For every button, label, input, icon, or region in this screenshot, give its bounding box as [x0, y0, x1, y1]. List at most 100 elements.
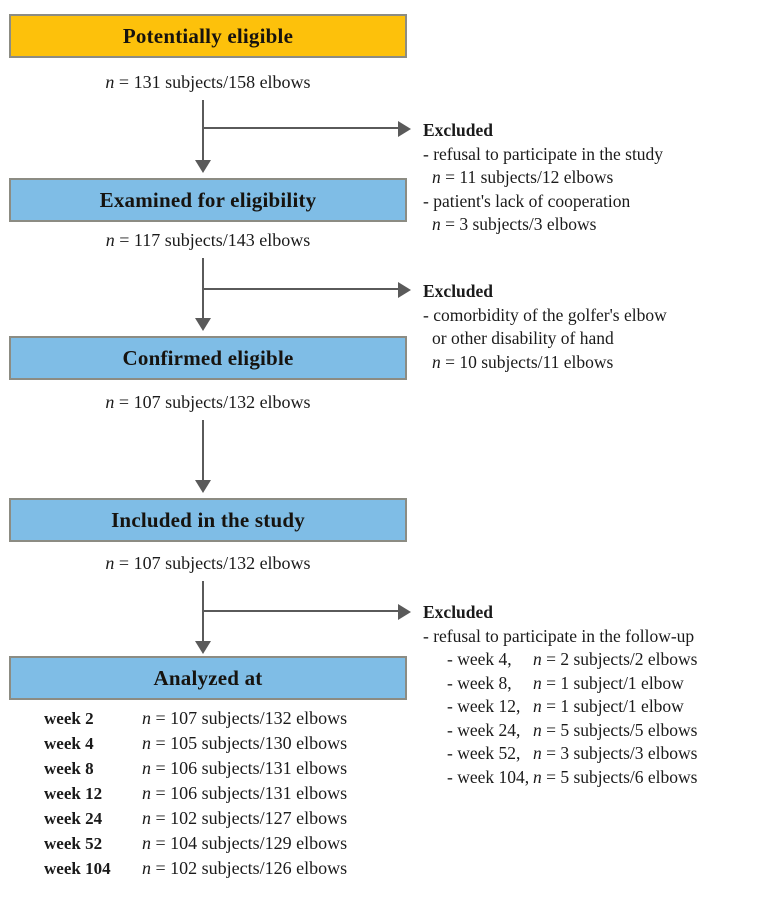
connector-2-branch-line: [203, 288, 399, 290]
row-value-text: = 106 subjects/131 elbows: [151, 783, 348, 803]
n-symbol: n: [142, 708, 151, 728]
caption-included-in-the-study: n = 107 subjects/132 elbows: [9, 553, 407, 574]
followup-row: - week 12, n = 1 subject/1 elbow: [423, 695, 763, 719]
table-row: week 2 n = 107 subjects/132 elbows: [44, 706, 347, 731]
connector-2-arrowhead: [195, 318, 211, 331]
node-included-in-the-study: Included in the study: [9, 498, 407, 542]
node-label: Analyzed at: [153, 665, 263, 690]
n-symbol: n: [533, 743, 542, 763]
node-label: Examined for eligibility: [99, 187, 317, 212]
connector-4-branch-line: [203, 610, 399, 612]
followup-week-label: - week 4,: [447, 649, 512, 669]
followup-row: - week 4, n = 2 subjects/2 elbows: [423, 648, 763, 672]
followup-week-label: - week 8,: [447, 672, 512, 693]
row-value: n = 102 subjects/126 elbows: [142, 856, 347, 881]
followup-week-value: n = 3 subjects/3 elbows: [533, 742, 763, 766]
n-symbol: n: [105, 553, 115, 573]
followup-value-text: = 3 subjects/3 elbows: [541, 743, 698, 763]
table-row: week 12 n = 106 subjects/131 elbows: [44, 781, 347, 806]
row-week-label: week 24: [44, 809, 103, 828]
caption-potentially-eligible: n = 131 subjects/158 elbows: [9, 72, 407, 93]
table-row: week 24 n = 102 subjects/127 elbows: [44, 806, 347, 831]
followup-week-label: - week 24,: [447, 719, 521, 740]
excluded-block-1: Excluded - refusal to participate in the…: [423, 119, 763, 237]
excluded-line-text: = 3 subjects/3 elbows: [440, 214, 597, 234]
connector-1-vertical: [202, 100, 204, 162]
row-value: n = 105 subjects/130 elbows: [142, 731, 347, 756]
followup-week-label: - week 52,: [447, 743, 521, 763]
node-confirmed-eligible: Confirmed eligible: [9, 336, 407, 380]
excluded-line-text: - refusal to participate in the follow-u…: [423, 625, 695, 646]
n-symbol: n: [533, 719, 542, 740]
table-row: week 8 n = 106 subjects/131 elbows: [44, 756, 347, 781]
n-symbol: n: [142, 858, 151, 878]
row-week-label: week 4: [44, 734, 94, 753]
row-value-text: = 106 subjects/131 elbows: [151, 758, 348, 778]
excluded-line-text: - refusal to participate in the study: [423, 143, 664, 164]
n-symbol: n: [142, 808, 151, 828]
caption-text: = 107 subjects/132 elbows: [114, 553, 311, 573]
table-row: week 52 n = 104 subjects/129 elbows: [44, 831, 347, 856]
node-label: Potentially eligible: [122, 23, 294, 48]
node-examined-for-eligibility: Examined for eligibility: [9, 178, 407, 222]
n-symbol: n: [432, 214, 441, 234]
connector-3-vertical: [202, 420, 204, 482]
n-symbol: n: [432, 167, 441, 187]
followup-week-label: - week 104,: [447, 766, 530, 787]
followup-row: - week 52, n = 3 subjects/3 elbows: [423, 742, 763, 766]
row-value-text: = 104 subjects/129 elbows: [151, 833, 348, 853]
excluded-line-text: - patient's lack of cooperation: [423, 190, 631, 211]
row-value: n = 104 subjects/129 elbows: [142, 831, 347, 856]
row-value-text: = 107 subjects/132 elbows: [151, 708, 348, 728]
excluded-title: Excluded: [423, 602, 494, 622]
connector-1-branch-line: [203, 127, 399, 129]
excluded-line-text: or other disability of hand: [432, 328, 614, 348]
n-symbol: n: [142, 833, 151, 853]
row-value: n = 106 subjects/131 elbows: [142, 756, 347, 781]
excluded-line: - patient's lack of cooperation: [423, 190, 763, 214]
n-symbol: n: [105, 72, 115, 92]
caption-text: = 131 subjects/158 elbows: [114, 72, 311, 92]
n-symbol: n: [533, 649, 542, 669]
excluded-line: - refusal to participate in the follow-u…: [423, 625, 763, 649]
followup-week-label: - week 12,: [447, 696, 521, 716]
connector-4-arrowhead: [195, 641, 211, 654]
connector-1-branch-arrowhead: [398, 121, 411, 137]
followup-value-text: = 1 subject/1 elbow: [541, 672, 684, 693]
n-symbol: n: [105, 392, 115, 412]
row-value-text: = 102 subjects/127 elbows: [151, 808, 348, 828]
caption-examined-for-eligibility: n = 117 subjects/143 elbows: [9, 230, 407, 251]
n-symbol: n: [533, 672, 542, 693]
n-symbol: n: [142, 758, 151, 778]
excluded-line: n = 3 subjects/3 elbows: [423, 213, 763, 237]
followup-week-value: n = 1 subject/1 elbow: [533, 695, 763, 719]
followup-value-text: = 5 subjects/6 elbows: [541, 766, 698, 787]
node-potentially-eligible: Potentially eligible: [9, 14, 407, 58]
excluded-line: or other disability of hand: [423, 327, 763, 351]
row-week-label: week 52: [44, 834, 103, 853]
excluded-block-3: Excluded - refusal to participate in the…: [423, 601, 763, 789]
table-row: week 104 n = 102 subjects/126 elbows: [44, 856, 347, 881]
followup-week-value: n = 5 subjects/6 elbows: [533, 766, 763, 790]
caption-confirmed-eligible: n = 107 subjects/132 elbows: [9, 392, 407, 413]
row-value-text: = 105 subjects/130 elbows: [151, 733, 348, 753]
followup-value-text: = 2 subjects/2 elbows: [541, 649, 698, 669]
followup-value-text: = 1 subject/1 elbow: [541, 696, 684, 716]
excluded-line: - comorbidity of the golfer's elbow: [423, 304, 763, 328]
caption-text: = 107 subjects/132 elbows: [114, 392, 311, 412]
followup-week-value: n = 2 subjects/2 elbows: [533, 648, 763, 672]
n-symbol: n: [142, 733, 151, 753]
excluded-line-text: = 10 subjects/11 elbows: [440, 351, 614, 372]
connector-1-arrowhead: [195, 160, 211, 173]
row-value: n = 106 subjects/131 elbows: [142, 781, 347, 806]
excluded-line-text: = 11 subjects/12 elbows: [440, 167, 614, 187]
excluded-title: Excluded: [423, 120, 494, 140]
followup-row: - week 104, n = 5 subjects/6 elbows: [423, 766, 763, 790]
row-value-text: = 102 subjects/126 elbows: [151, 858, 348, 878]
excluded-line: n = 10 subjects/11 elbows: [423, 351, 763, 375]
connector-3-arrowhead: [195, 480, 211, 493]
followup-row: - week 24, n = 5 subjects/5 elbows: [423, 719, 763, 743]
row-week-label: week 2: [44, 709, 94, 728]
node-label: Included in the study: [111, 507, 305, 532]
n-symbol: n: [432, 351, 441, 372]
